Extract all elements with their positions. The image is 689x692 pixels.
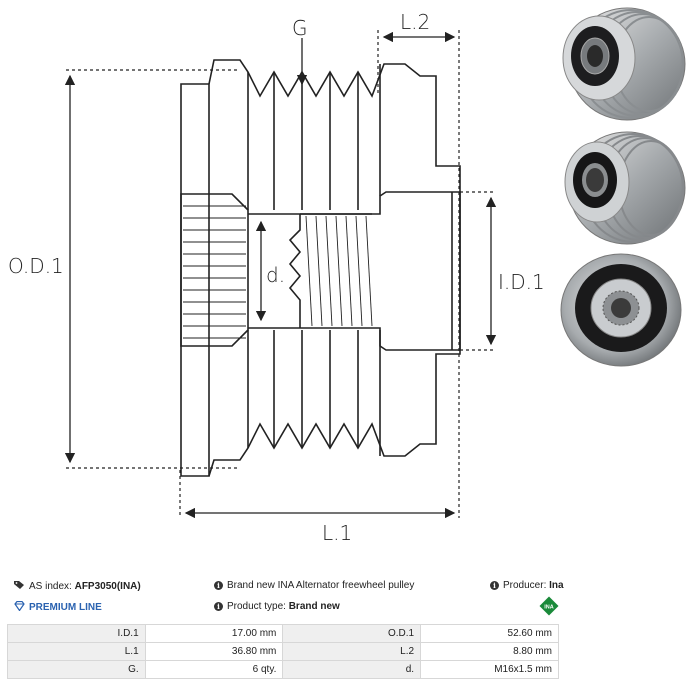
description-text: Brand new INA Alternator freewheel pulle… [227,580,415,591]
spec-value: 52.60 mm [420,624,559,643]
spec-value: 17.00 mm [144,624,284,643]
premium-line-text: PREMIUM LINE [29,602,102,614]
tag-icon [14,580,25,593]
pulley-photo-back [560,253,682,367]
table-row: L.1 36.80 mm L.2 8.80 mm [7,642,559,661]
label-d: d. [266,263,286,287]
premium-line: PREMIUM LINE [14,600,102,614]
spec-table: I.D.1 17.00 mm O.D.1 52.60 mm L.1 36.80 … [7,624,559,679]
label-g: G [292,16,308,40]
as-index: AS index: AFP3050(INA) [14,580,141,593]
table-row: G. 6 qty. d. M16x1.5 mm [7,660,559,679]
product-type: i Product type: Brand new [214,601,340,612]
as-index-label: AS index: [29,581,72,593]
spec-key: d. [282,660,422,679]
technical-drawing [64,30,497,519]
description: i Brand new INA Alternator freewheel pull… [214,580,414,591]
label-od1: O.D.1 [8,254,64,278]
spec-value: 8.80 mm [420,642,559,661]
spec-key: L.1 [7,642,146,661]
spec-key: I.D.1 [7,624,146,643]
ina-logo: INA [539,596,559,619]
info-icon: i [214,580,223,590]
label-id1: I.D.1 [498,270,545,294]
product-photos [555,2,689,372]
product-type-label: Product type: [227,601,286,612]
diamond-icon [14,600,25,614]
info-icon: i [490,580,499,590]
label-l1: L.1 [322,521,353,545]
ina-logo-text: INA [544,604,554,610]
info-icon: i [214,601,223,611]
pulley-photo-side [564,131,686,245]
producer-label: Producer: [503,580,547,591]
label-l2: L.2 [400,10,431,34]
table-row: I.D.1 17.00 mm O.D.1 52.60 mm [7,624,559,643]
product-type-value: Brand new [288,601,340,612]
as-index-value: AFP3050(INA) [74,581,141,593]
pulley-photo-front [562,7,686,121]
spec-value: 6 qty. [144,660,284,679]
spec-key: G. [7,660,146,679]
producer-value: Ina [549,580,564,591]
producer: i Producer: Ina [490,580,564,591]
spec-key: O.D.1 [282,624,422,643]
spec-value: M16x1.5 mm [420,660,559,679]
spec-key: L.2 [282,642,422,661]
spec-value: 36.80 mm [144,642,284,661]
